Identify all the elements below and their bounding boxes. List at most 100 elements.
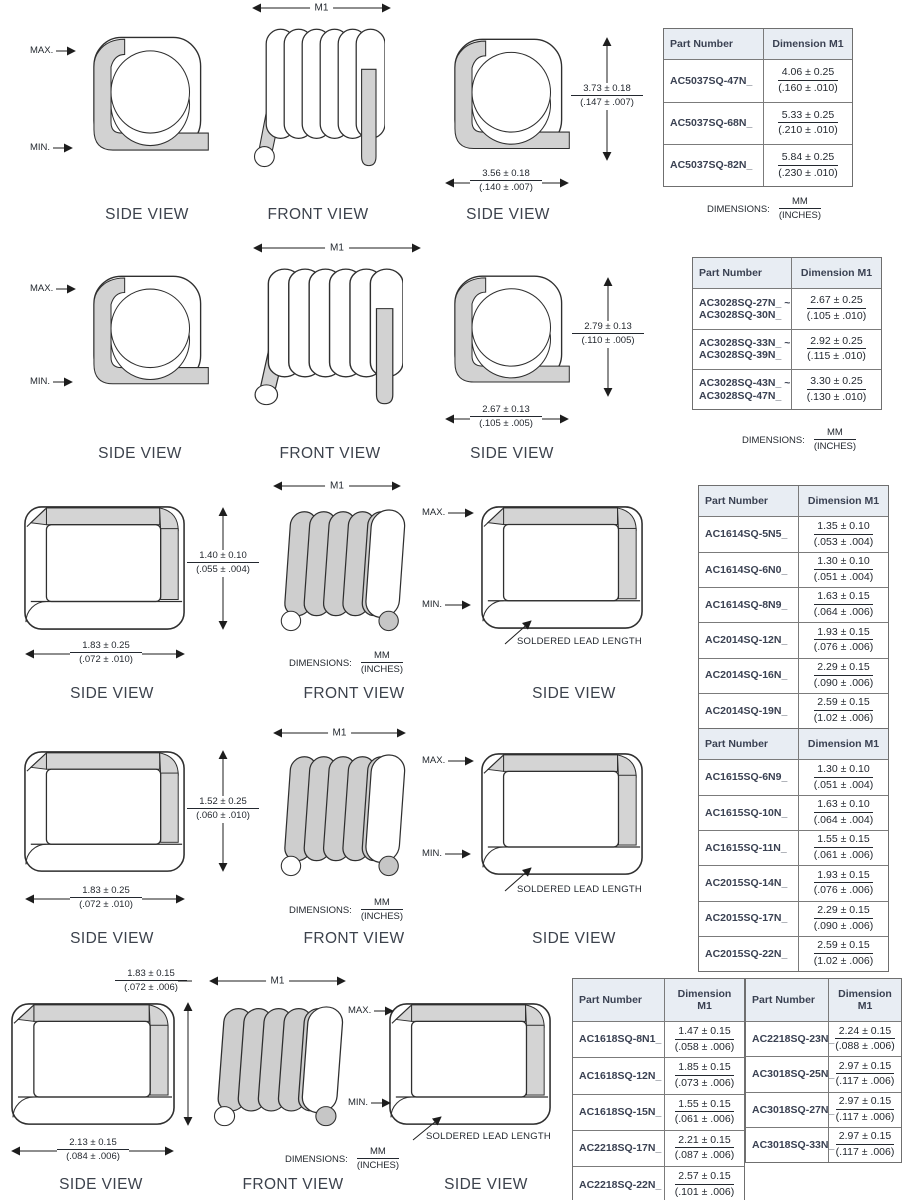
column-header: Part Number <box>699 267 763 279</box>
dimension-cell: 2.97 ± 0.15(.117 ± .006) <box>828 1127 901 1163</box>
double-arrow-icon <box>183 1002 193 1126</box>
table-row: AC1618SQ-15N_1.55 ± 0.15(.061 ± .006) <box>573 1093 744 1130</box>
part-number: AC1614SQ-6N0_ <box>705 563 788 576</box>
part-number: AC1615SQ-10N_ <box>705 806 788 819</box>
column-header: Part Number <box>705 738 769 750</box>
dimension-fraction: 4.06 ± 0.25(.160 ± .010) <box>778 66 838 96</box>
table-row: AC1615SQ-10N_ 1.63 ± 0.10(.064 ± .004) <box>699 794 888 830</box>
part-number-cell: AC5037SQ-47N_ <box>664 60 763 101</box>
part-number: AC1615SQ-6N9_ <box>705 771 788 784</box>
dimension-cell: 2.97 ± 0.15(.117 ± .006) <box>828 1057 901 1092</box>
dimension-mm: 2.97 ± 0.15 <box>835 1095 895 1110</box>
dimension-mm: 2.97 ± 0.15 <box>835 1130 895 1145</box>
dimension-fraction: 2.97 ± 0.15(.117 ± .006) <box>835 1130 895 1160</box>
dimension-inches: (.105 ± .010) <box>806 310 867 323</box>
dimension-mm: 5.84 ± 0.25 <box>778 151 838 166</box>
dimension-mm: 2.21 ± 0.15 <box>674 1134 735 1149</box>
part-number: AC2218SQ-22N_ <box>579 1178 662 1191</box>
dimension-inches: (.061 ± .006) <box>813 849 874 862</box>
dimension-mm: 1.52 ± 0.25 <box>187 796 259 810</box>
dimension-inches: (.064 ± .006) <box>813 606 874 619</box>
column-header: Dimension M1 <box>791 258 881 289</box>
part-number-cell: AC5037SQ-82N_ <box>664 145 763 186</box>
dimension-inches: (.084 ± .006) <box>66 1151 120 1163</box>
dimension-cell: 2.67 ± 0.25(.105 ± .010) <box>791 289 881 329</box>
dimension-mm: 2.59 ± 0.15 <box>813 696 874 711</box>
dimension-cell: 2.57 ± 0.15(.101 ± .006) <box>664 1167 744 1200</box>
table-row: AC1614SQ-6N0_ 1.30 ± 0.10(.051 ± .004) <box>699 551 888 587</box>
leader-line <box>178 980 192 982</box>
part-number-cell: AC1615SQ-6N9_ <box>699 760 798 794</box>
dimension-mm: 1.55 ± 0.15 <box>674 1098 735 1113</box>
dimension-inches: (.147 ± .007) <box>580 97 634 109</box>
part-number: AC5037SQ-82N_ <box>670 159 753 172</box>
dimension-mm: 1.63 ± 0.10 <box>813 798 874 813</box>
units-mm: MM <box>356 1146 400 1160</box>
min-annotation: MIN. <box>348 1097 396 1108</box>
dimension-mm: 1.30 ± 0.10 <box>813 555 874 570</box>
dimension-fraction: 1.55 ± 0.15(.061 ± .006) <box>813 833 874 863</box>
min-annotation: MIN. <box>30 376 78 387</box>
table-row: AC2015SQ-22N_2.59 ± 0.15(1.02 ± .006) <box>699 935 888 972</box>
part-number: AC3018SQ-33N_ <box>752 1138 835 1151</box>
dimension-inches: (.076 ± .006) <box>813 884 874 897</box>
dimension-inches: (.088 ± .006) <box>835 1040 895 1053</box>
dimension-inches: (.210 ± .010) <box>778 124 838 137</box>
dimension-inches: (.140 ± .007) <box>479 182 533 194</box>
chip-front-view-drawing <box>276 748 408 880</box>
dimension-mm: 1.55 ± 0.15 <box>813 833 874 849</box>
dimension-mm: 1.85 ± 0.15 <box>674 1061 735 1076</box>
part-number-cell: AC1614SQ-6N0_ <box>699 553 798 587</box>
dimension-mm: 2.67 ± 0.25 <box>806 294 867 310</box>
coil-side-view-drawing <box>443 35 571 165</box>
table-row: AC3028SQ-27N_ ~AC3028SQ-30N_2.67 ± 0.25(… <box>693 288 881 329</box>
part-number: AC2014SQ-19N_ <box>705 704 788 717</box>
dimension-fraction: 1.93 ± 0.15(.076 ± .006) <box>813 868 874 898</box>
part-number: AC3028SQ-39N_ <box>699 349 782 362</box>
dimension-fraction: 1.63 ± 0.10(.064 ± .004) <box>813 798 874 828</box>
dimension-cell: 1.85 ± 0.15(.073 ± .006) <box>664 1058 744 1094</box>
dimension-mm: 2.57 ± 0.15 <box>674 1170 735 1185</box>
units-fraction: MM (INCHES) <box>356 1146 400 1173</box>
chip-front-view-drawing <box>276 503 408 635</box>
table-row: AC5037SQ-82N_ 5.84 ± 0.25(.230 ± .010) <box>664 143 852 187</box>
min-label: MIN. <box>30 376 51 387</box>
table-row: AC5037SQ-68N_5.33 ± 0.25(.210 ± .010) <box>664 101 852 144</box>
dimension-mm: 1.93 ± 0.15 <box>813 626 874 641</box>
view-label: SIDE VIEW <box>70 930 154 947</box>
dimension-inches: (.051 ± .004) <box>813 570 874 583</box>
dimension-mm: 2.29 ± 0.15 <box>813 661 874 676</box>
part-number-cell: AC3018SQ-33N_ <box>746 1128 835 1162</box>
dimension-inches: (.087 ± .006) <box>674 1149 735 1162</box>
view-label: SIDE VIEW <box>466 206 550 223</box>
view-label: SIDE VIEW <box>470 445 554 462</box>
dimension-inches: (.230 ± .010) <box>778 166 838 179</box>
units-mm: MM <box>813 427 857 441</box>
dimension-cell: 2.29 ± 0.15(.090 ± .006) <box>798 901 888 936</box>
arrow-right-icon <box>53 143 73 152</box>
dimension-inches: (1.02 ± .006) <box>813 711 874 724</box>
dimension-mm: 1.30 ± 0.10 <box>813 763 874 778</box>
dimension-cell: 2.21 ± 0.15(.087 ± .006) <box>664 1130 744 1167</box>
m1-label: M1 <box>309 2 334 14</box>
dimension-inches: (.053 ± .004) <box>813 535 874 548</box>
m1-label: M1 <box>327 727 352 739</box>
dimension-inches: (.117 ± .006) <box>835 1075 895 1088</box>
dimension-cell: 1.93 ± 0.15(.076 ± .006) <box>798 866 888 901</box>
chip-side-view-drawing <box>388 1002 553 1128</box>
width-dimension-value: 2.67 ± 0.13 (.105 ± .005) <box>470 404 542 431</box>
dimension-inches: (.090 ± .006) <box>813 676 874 689</box>
dimension-fraction: 2.92 ± 0.25(.115 ± .010) <box>807 334 866 364</box>
view-label: FRONT VIEW <box>267 206 369 223</box>
arrow-right-icon <box>445 600 471 609</box>
table-row: AC3018SQ-27N_2.97 ± 0.15(.117 ± .006) <box>746 1091 901 1127</box>
part-number: AC1618SQ-8N1_ <box>579 1033 662 1046</box>
view-label: SIDE VIEW <box>444 1176 528 1193</box>
